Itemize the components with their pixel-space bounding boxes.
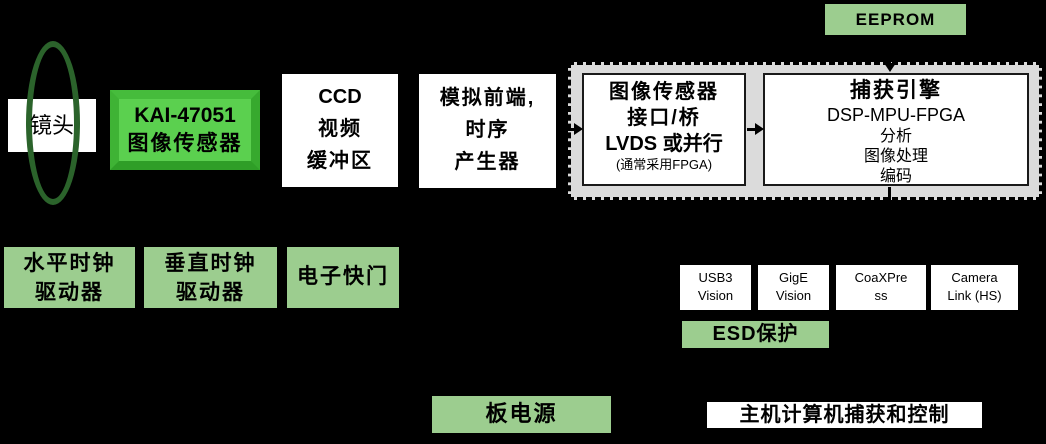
iface-line: GigE xyxy=(779,270,808,285)
capture-engine-subtitle: DSP-MPU-FPGA xyxy=(826,105,965,125)
afe-line: 模拟前端, xyxy=(439,87,536,109)
iface-line: ss xyxy=(874,288,888,303)
gige-vision-box: GigE Vision xyxy=(758,265,829,310)
horizontal-clock-driver-box: 水平时钟 驱动器 xyxy=(2,245,137,310)
capture-engine-line: 分析 xyxy=(879,128,912,145)
capture-engine-box: 捕获引擎 DSP-MPU-FPGA 分析 图像处理 编码 xyxy=(763,73,1029,186)
usb3-vision-box: USB3 Vision xyxy=(680,265,751,310)
bridge-line: 图像传感器 xyxy=(609,81,719,103)
lens-label: 镜头 xyxy=(29,113,74,138)
capture-engine-title: 捕获引擎 xyxy=(850,79,942,102)
host-computer-box: 主机计算机捕获和控制 xyxy=(707,402,982,428)
bridge-note: (通常采用FPGA) xyxy=(615,157,713,172)
bridge-line: 接口/桥 xyxy=(627,107,701,129)
image-sensor-box: KAI-47051 图像传感器 xyxy=(110,90,260,170)
lens-ellipse-icon xyxy=(26,41,80,205)
driver-line: 水平时钟 xyxy=(23,252,116,275)
capture-engine-line: 图像处理 xyxy=(863,148,928,165)
sensor-label: 图像传感器 xyxy=(127,132,243,155)
sensor-interface-bridge-box: 图像传感器 接口/桥 LVDS 或并行 (通常采用FPGA) xyxy=(582,73,746,186)
arrow-afe-to-bridge xyxy=(556,128,578,131)
electronic-shutter-box: 电子快门 xyxy=(285,245,401,310)
driver-line: 驱动器 xyxy=(35,281,104,304)
analog-front-end-box: 模拟前端, 时序 产生器 xyxy=(419,74,556,188)
iface-line: Link (HS) xyxy=(947,288,1002,303)
ccd-line: 视频 xyxy=(318,118,362,140)
ccd-line: CCD xyxy=(318,86,362,108)
ccd-video-buffer-box: CCD 视频 缓冲区 xyxy=(282,74,398,187)
line-engine-down xyxy=(888,187,891,201)
iface-line: USB3 xyxy=(698,270,733,285)
bridge-line: LVDS 或并行 xyxy=(605,133,723,155)
ccd-line: 缓冲区 xyxy=(307,150,373,172)
coaxpress-box: CoaXPre ss xyxy=(836,265,926,310)
camera-link-box: Camera Link (HS) xyxy=(931,265,1018,310)
driver-line: 驱动器 xyxy=(176,281,245,304)
eeprom-box: EEPROM xyxy=(823,2,968,37)
driver-line: 电子快门 xyxy=(297,265,389,288)
arrow-right-icon xyxy=(755,123,764,135)
arrow-right-icon xyxy=(574,123,583,135)
iface-line: Camera xyxy=(951,270,998,285)
arrow-eeprom-to-engine xyxy=(888,37,891,65)
afe-line: 时序 xyxy=(465,119,510,141)
driver-line: 垂直时钟 xyxy=(164,252,257,275)
board-power-box: 板电源 xyxy=(430,394,613,435)
afe-line: 产生器 xyxy=(454,151,521,173)
iface-line: Vision xyxy=(697,288,734,303)
capture-engine-line: 编码 xyxy=(879,168,912,185)
iface-line: Vision xyxy=(775,288,812,303)
iface-line: CoaXPre xyxy=(854,270,908,285)
arrow-down-icon xyxy=(884,63,896,72)
arrow-bridge-to-engine xyxy=(747,128,758,131)
vertical-clock-driver-box: 垂直时钟 驱动器 xyxy=(142,245,279,310)
sensor-part-number: KAI-47051 xyxy=(134,104,236,127)
esd-protection-box: ESD保护 xyxy=(680,319,831,350)
